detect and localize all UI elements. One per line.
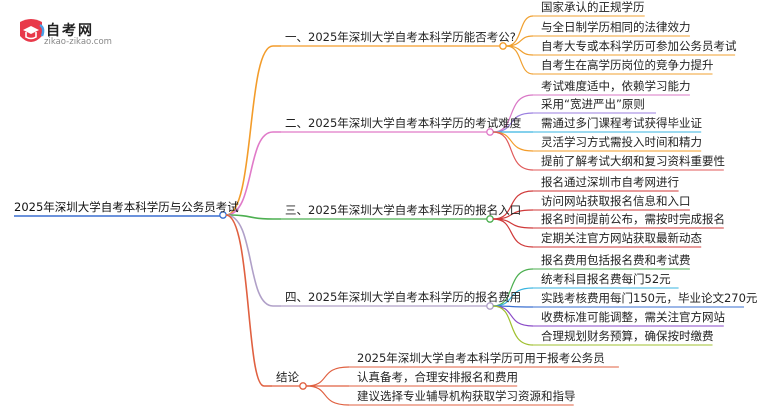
leaf-label: 合理规划财务预算，确保按时缴费	[541, 329, 714, 343]
graduation-cap-icon	[20, 19, 45, 42]
leaf-label: 定期关注官方网站获取最新动态	[541, 231, 702, 245]
leaf-label: 与全日制学历相同的法律效力	[541, 20, 691, 34]
leaf-label: 采用“宽进严出”原则	[541, 97, 645, 111]
leaf-label: 国家承认的正规学历	[541, 0, 645, 14]
branch-label: 四、2025年深圳大学自考本科学历的报名费用	[285, 290, 522, 304]
branch-connector	[225, 214, 281, 220]
site-logo	[14, 14, 134, 50]
leaf-label: 报名时间提前公布，需按时完成报名	[541, 212, 725, 226]
logo-url: zikao-zikao.com	[44, 37, 112, 47]
leaf-label: 建议选择专业辅导机构获取学习资源和指导	[357, 389, 576, 403]
branch-label: 结论	[276, 370, 299, 384]
branch-connector	[225, 214, 281, 307]
leaf-label: 收费标准可能调整，需关注官方网站	[541, 310, 725, 324]
leaf-label: 提前了解考试大纲和复习资料重要性	[541, 154, 725, 168]
leaf-label: 统考科目报名费每门52元	[541, 272, 671, 286]
leaf-connector	[505, 45, 534, 56]
leaf-label: 认真备考，合理安排报名和费用	[357, 370, 518, 384]
leaf-connector	[505, 15, 534, 47]
leaf-connector	[492, 305, 534, 327]
leaf-label: 访问网站获取报名信息和入口	[541, 194, 691, 208]
leaf-connector	[305, 385, 350, 406]
leaf-connector	[492, 218, 534, 248]
leaf-connector	[505, 45, 534, 75]
leaf-label: 2025年深圳大学自考本科学历可用于报考公务员	[357, 351, 605, 365]
leaf-label: 实践考核费用每门150元，毕业论文270元	[541, 291, 757, 305]
leaf-connector	[492, 131, 534, 152]
branch-label: 一、2025年深圳大学自考本科学历能否考公?	[285, 30, 516, 44]
branch-collapse-knob[interactable]	[299, 382, 307, 390]
branch-connector	[225, 45, 281, 216]
leaf-connector	[305, 366, 350, 387]
branch-connector	[225, 131, 281, 216]
leaf-label: 报名费用包括报名费和考试费	[541, 253, 691, 267]
leaf-label: 自考大专或本科学历可参加公务员考试	[541, 39, 737, 53]
leaf-connector	[492, 305, 534, 346]
leaf-connector	[492, 131, 534, 171]
branch-label: 二、2025年深圳大学自考本科学历的考试难度	[285, 116, 522, 130]
leaf-label: 报名通过深圳市自考网进行	[541, 175, 679, 189]
logo-name: 自考网	[46, 23, 94, 39]
root-topic: 2025年深圳大学自考本科学历与公务员考试	[14, 200, 239, 214]
leaf-label: 灵活学习方式需投入时间和精力	[541, 135, 702, 149]
leaf-label: 需通过多门课程考试获得毕业证	[541, 116, 702, 130]
leaf-label: 考试难度适中，依赖学习能力	[541, 79, 691, 93]
leaf-label: 自考生在高学历岗位的竞争力提升	[541, 58, 714, 72]
branch-connector	[225, 214, 272, 387]
branch-label: 三、2025年深圳大学自考本科学历的报名入口	[285, 203, 522, 217]
